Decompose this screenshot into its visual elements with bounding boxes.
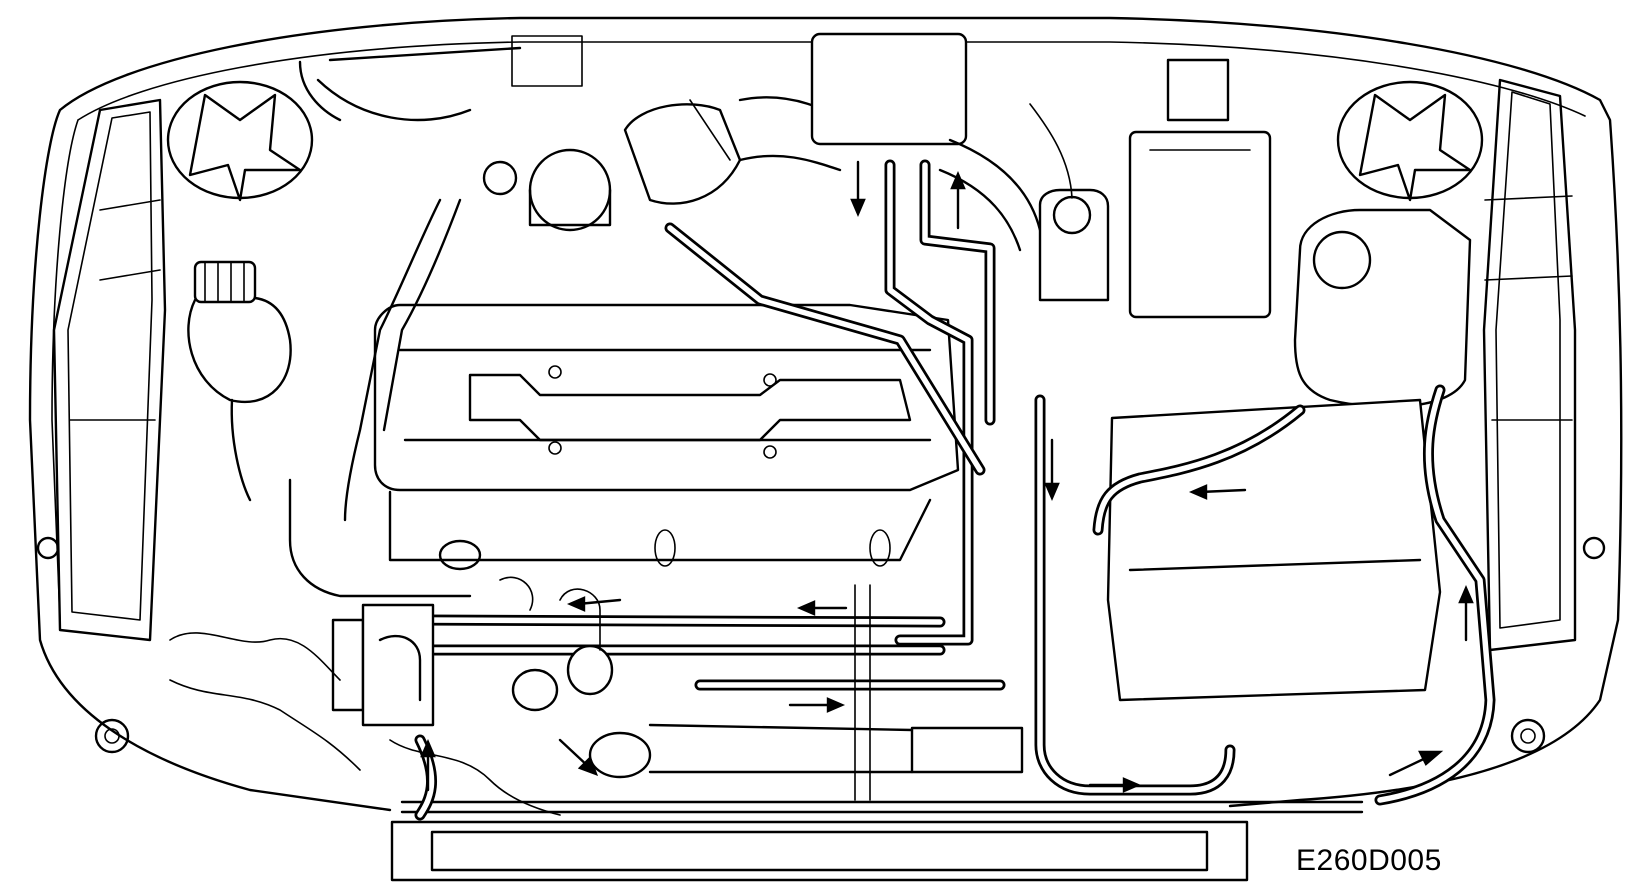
fuse-box [1128,58,1272,319]
hose-routing [414,103,1496,821]
coolant-expansion-tank [1293,208,1472,409]
right-fender [1482,78,1606,754]
air-filter-box [810,32,968,146]
valve-block [331,576,1024,801]
right-strut-top [1336,80,1484,202]
left-strut-top [166,80,314,202]
washer-reservoir [1038,188,1110,302]
hose-left-upper-2 [382,198,462,432]
radiator [390,800,1364,882]
hose-left-long [288,478,472,598]
corrugated-hose-front [389,739,561,816]
air-duct [938,138,1042,252]
engine-cam-cover [373,303,960,571]
hose-left-upper [343,198,442,522]
throttle-body [482,99,742,232]
hood-inner-outline [51,41,1586,621]
flow-arrows [420,160,1474,793]
rear-left-bracket [511,35,583,87]
fluid-reservoir [187,260,292,502]
figure-code-label: E260D005 [1296,844,1442,877]
rear-left-bulkhead [298,46,522,122]
left-fender [36,98,167,754]
battery [1106,398,1442,702]
hood-outline [28,16,1623,812]
corrugated-hose-left [169,632,361,771]
